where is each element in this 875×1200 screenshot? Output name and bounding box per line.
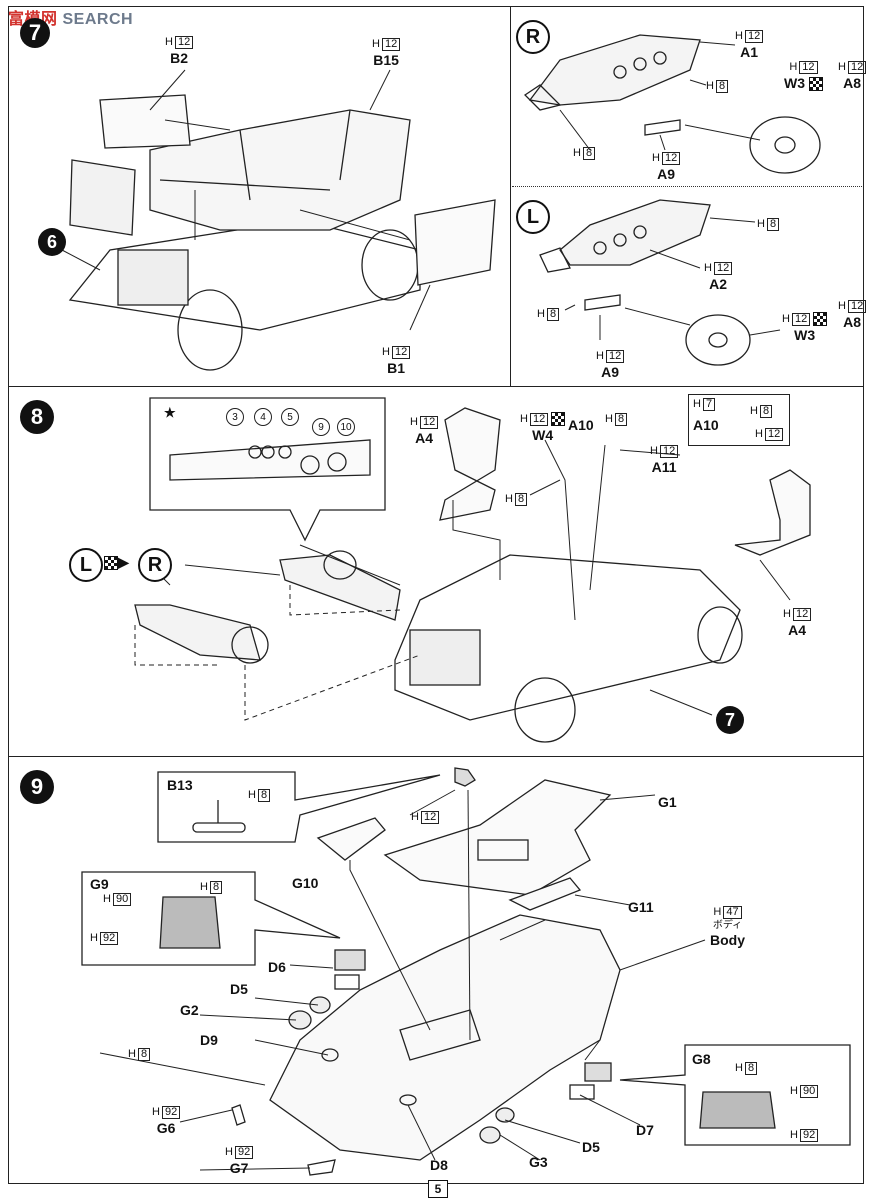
a10-detail-box xyxy=(688,394,790,446)
b13-callout xyxy=(157,771,441,843)
label-g1: G1 xyxy=(658,794,677,810)
panel-g11 xyxy=(508,877,582,911)
right-hand-drive-marker: R xyxy=(516,20,550,54)
floor-panel-g1 xyxy=(383,779,612,896)
checker-icon xyxy=(813,312,828,326)
label-b13: B13 xyxy=(167,777,193,793)
chassis-step8-drawing xyxy=(394,407,811,743)
label-d6: D6 xyxy=(268,959,286,975)
label-a10-detail: A10 xyxy=(693,417,719,433)
dashboard-r-drawing xyxy=(523,34,821,174)
step7-reference: 7 xyxy=(716,706,744,734)
gauge-number-4: 4 xyxy=(254,408,272,426)
gauge-number-3: 3 xyxy=(226,408,244,426)
rl-dashed-divider xyxy=(512,186,862,187)
step-divider-bottom xyxy=(8,756,864,757)
label-a10-step8: A10 xyxy=(568,417,594,433)
panel-g10 xyxy=(316,817,386,861)
dash-r-drawing xyxy=(279,550,401,621)
label-d5-top: D5 xyxy=(230,981,248,997)
gauge-number-9: 9 xyxy=(312,418,330,436)
label-g2: G2 xyxy=(180,1002,199,1018)
label-g9: G9 xyxy=(90,876,109,892)
label-g3: G3 xyxy=(529,1154,548,1170)
label-d7: D7 xyxy=(636,1122,654,1138)
step7-leader-lines xyxy=(61,69,431,331)
label-d5-bottom: D5 xyxy=(582,1139,600,1155)
dashboard-l-drawing xyxy=(539,199,751,366)
step7-vertical-divider xyxy=(510,6,511,386)
label-g11: G11 xyxy=(628,899,654,915)
left-hand-drive-marker: L xyxy=(516,200,550,234)
gauge-number-5: 5 xyxy=(281,408,299,426)
step-divider-top xyxy=(8,386,864,387)
gauge-number-10: 10 xyxy=(337,418,355,436)
body-shell-drawing xyxy=(269,914,621,1161)
label-g10: G10 xyxy=(292,875,319,891)
chassis-drawing xyxy=(68,94,496,371)
dash-l-drawing xyxy=(134,604,269,664)
small-parts xyxy=(231,949,612,1176)
label-d9: D9 xyxy=(200,1032,218,1048)
step6-reference: 6 xyxy=(38,228,66,256)
label-g8: G8 xyxy=(692,1051,711,1067)
mirror-drawing xyxy=(192,767,476,833)
rhd-marker-step8: R xyxy=(138,548,172,582)
checker-arrow-icon: ▶ xyxy=(104,555,129,571)
step7-number: 7 xyxy=(20,18,50,48)
gauge-panel-drawing xyxy=(169,439,371,481)
step9-leader-lines xyxy=(99,789,706,1171)
step8-number: 8 xyxy=(20,400,54,434)
label-d8: D8 xyxy=(430,1157,448,1173)
page-number: 5 xyxy=(428,1180,448,1198)
step9-number: 9 xyxy=(20,770,54,804)
lhd-marker-step8: L xyxy=(69,548,103,582)
checker-icon xyxy=(808,77,823,92)
star-icon: ★ xyxy=(164,405,176,420)
